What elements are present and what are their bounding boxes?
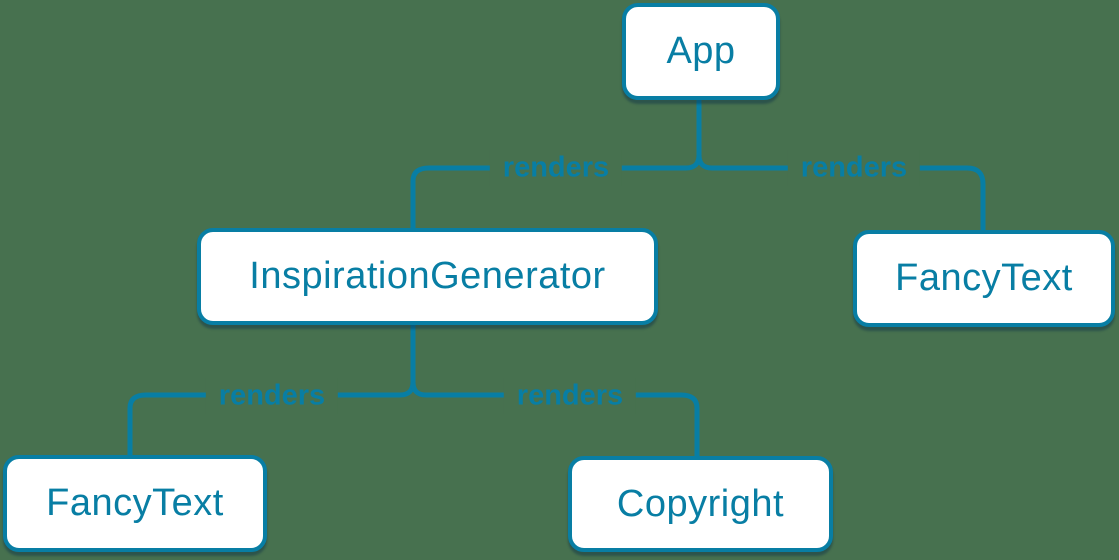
node-app: App — [622, 3, 780, 100]
node-copyright-label: Copyright — [616, 482, 785, 525]
node-fancytext-right: FancyText — [853, 230, 1115, 327]
node-inspirationgenerator: InspirationGenerator — [197, 228, 658, 325]
edge-label-renders-app-inspirationgenerator: renders — [489, 149, 623, 187]
node-fancytext-bottom-label: FancyText — [46, 482, 224, 524]
node-inspirationgenerator-label: InspirationGenerator — [249, 255, 606, 297]
edge-label-renders-app-fancytext: renders — [787, 149, 921, 187]
edge-label-renders-inspirationgenerator-fancytext: renders — [205, 377, 339, 415]
edge-label-renders-inspirationgenerator-copyright: renders — [503, 377, 637, 415]
node-copyright: Copyright — [568, 456, 833, 552]
node-fancytext-bottom: FancyText — [3, 455, 267, 552]
node-app-label: App — [666, 30, 736, 72]
node-fancytext-right-label: FancyText — [895, 257, 1073, 299]
